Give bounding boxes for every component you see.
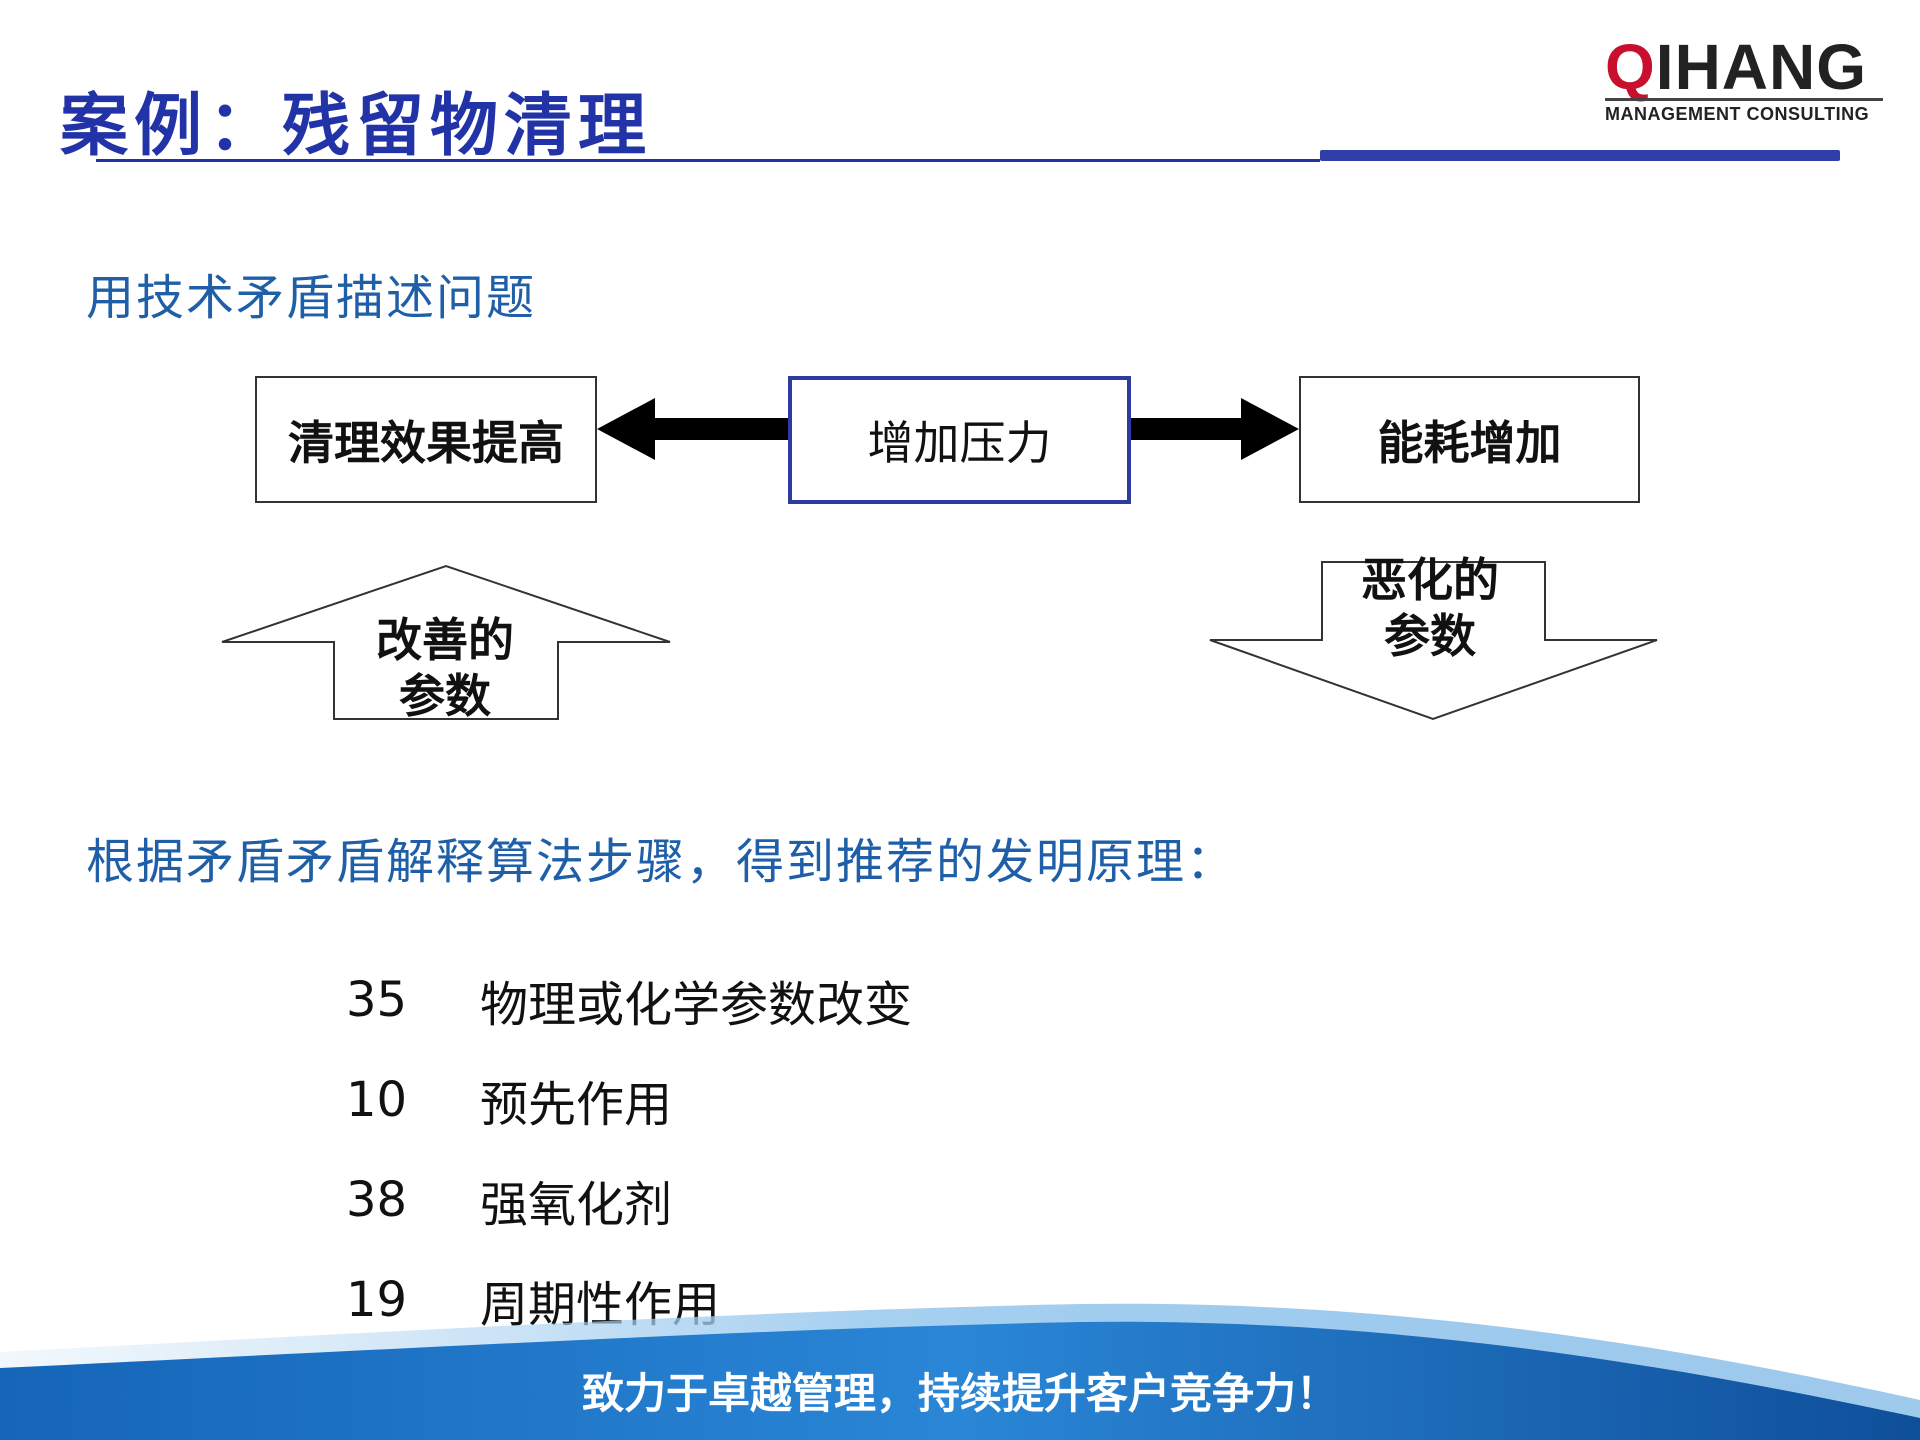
logo-wordmark: QIHANG <box>1605 32 1867 102</box>
logo-divider <box>1605 98 1883 101</box>
arrow-left-shaft <box>655 418 790 440</box>
logo-tagline: MANAGEMENT CONSULTING <box>1605 104 1870 124</box>
list-item: 38 强氧化剂 <box>346 1150 912 1250</box>
arrow-right-shaft <box>1131 418 1241 440</box>
footer-slogan: 致力于卓越管理，持续提升客户竞争力！ <box>581 1369 1338 1418</box>
arrow-right <box>1131 398 1299 460</box>
principle-number: 10 <box>346 1072 408 1128</box>
section-heading-contradiction: 用技术矛盾描述问题 <box>86 270 537 326</box>
principle-list: 35 物理或化学参数改变 10 预先作用 38 强氧化剂 19 周期性作用 <box>346 950 912 1350</box>
company-logo: QIHANG MANAGEMENT CONSULTING <box>1605 32 1883 132</box>
worsening-label-line1: 恶化的 <box>1361 553 1499 607</box>
action-box: 增加压力 <box>788 376 1131 504</box>
improving-label-line1: 改善的 <box>376 613 514 667</box>
title-underline <box>96 159 1320 162</box>
worsening-label-line2: 参数 <box>1384 609 1476 663</box>
improving-parameter-box: 清理效果提高 <box>255 376 597 503</box>
logo-letter-q: Q <box>1605 31 1656 103</box>
title-underline-accent <box>1320 150 1840 161</box>
arrow-left-head <box>597 398 655 460</box>
list-item: 35 物理或化学参数改变 <box>346 950 912 1050</box>
principle-name: 强氧化剂 <box>480 1177 673 1233</box>
page-title: 案例：残留物清理 <box>60 87 653 166</box>
arrow-left <box>597 398 790 460</box>
worsening-parameter-label: 恶化的 参数 <box>1320 552 1540 664</box>
footer-wave <box>0 1303 1920 1440</box>
improving-label-line2: 参数 <box>399 669 491 723</box>
principle-number: 38 <box>346 1172 408 1228</box>
worsening-parameter-box: 能耗增加 <box>1299 376 1640 503</box>
principle-number: 35 <box>346 972 408 1028</box>
principle-name: 物理或化学参数改变 <box>480 977 913 1033</box>
footer-wave-body <box>0 1321 1920 1440</box>
section-heading-principles: 根据矛盾矛盾解释算法步骤，得到推荐的发明原理： <box>86 834 1237 890</box>
logo-letters: IHANG <box>1655 31 1867 103</box>
arrow-right-head <box>1241 398 1299 460</box>
principle-number: 19 <box>346 1272 408 1328</box>
improving-parameter-label: 改善的 参数 <box>335 612 555 724</box>
list-item: 10 预先作用 <box>346 1050 912 1150</box>
principle-name: 预先作用 <box>480 1077 673 1133</box>
